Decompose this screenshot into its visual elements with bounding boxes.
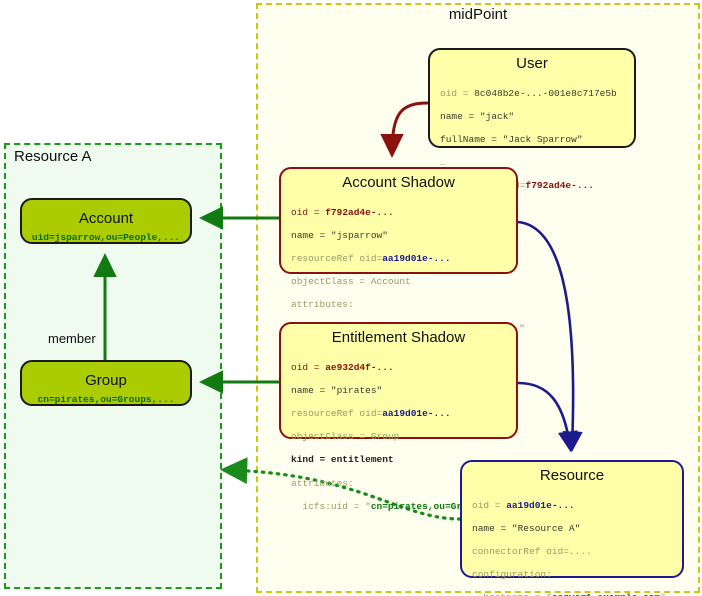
entshadow-oid-value: ae932d4f-... [325,361,394,373]
node-account[interactable]: Account uid=jsparrow,ou=People,... [20,198,192,244]
entshadow-icfsuid-value: cn=pirates,ou=Groups,... [370,500,508,512]
entshadow-resourceref-value: aa19d01e-... [382,407,451,419]
node-account-shadow-title: Account Shadow [342,174,455,191]
acctshadow-attributes-line: attributes: [291,299,354,311]
node-group-dn: cn=pirates,ou=Groups,... [37,394,175,405]
acctshadow-resourceref-value: aa19d01e-... [382,252,451,264]
entshadow-resourceref-key: resourceRef oid= [291,407,383,419]
entshadow-kind-line: kind = entitlement [291,454,394,466]
node-resource-body: oid = aa19d01e-... name = "Resource A" c… [462,488,682,596]
entshadow-attributes-line: attributes: [291,477,354,489]
node-account-title: Account [78,210,134,227]
node-account-shadow[interactable]: Account Shadow oid = f792ad4e-... name =… [279,167,525,334]
node-resource-title: Resource [539,467,605,484]
node-user[interactable]: User oid = 8c048b2e-...-001e8c717e5b nam… [428,48,636,191]
user-ellipsis-line: … [440,157,446,169]
acctshadow-name-line: name = "jsparrow" [291,229,388,241]
midpoint-panel-title: midPoint [448,6,508,23]
resource-oid-value: aa19d01e-... [506,499,575,511]
node-group-title: Group [85,372,127,389]
entshadow-objectclass-line: objectClass = Group [291,431,400,443]
resource-hostname-value: server1.example.com [552,592,660,596]
edge-label-member: member [48,331,96,346]
user-oid-key: oid = [440,87,475,99]
node-group[interactable]: Group cn=pirates,ou=Groups,... [20,360,192,406]
resource-oid-key: oid = [472,499,507,511]
resource-hostname-end: " [660,592,666,596]
node-entitlement-shadow[interactable]: Entitlement Shadow oid = ae932d4f-... na… [279,322,518,512]
resource-name-line: name = "Resource A" [472,522,581,534]
resource-hostname-key: hostname = " [472,592,551,596]
node-account-dn: uid=jsparrow,ou=People,... [31,232,181,243]
user-oid-value: 8c048b2e-...-001e8c717e5b [474,87,617,99]
node-entitlement-shadow-body: oid = ae932d4f-... name = "pirates" reso… [281,350,516,536]
node-resource[interactable]: Resource oid = aa19d01e-... name = "Reso… [460,460,684,596]
acctshadow-icfsuid-end: " [519,322,525,334]
entshadow-icfsuid-key: icfs:uid = " [291,500,371,512]
acctshadow-oid-value: f792ad4e-... [325,206,394,218]
acctshadow-oid-key: oid = [291,206,326,218]
node-user-title: User [516,55,548,72]
entshadow-name-line: name = "pirates" [291,384,383,396]
user-fullname-line: fullName = "Jack Sparrow" [440,133,583,145]
user-name-line: name = "jack" [440,110,515,122]
user-accountref-value: f792ad4e-... [525,180,594,192]
resource-a-panel-title: Resource A [14,148,92,165]
acctshadow-resourceref-key: resourceRef oid= [291,252,383,264]
entshadow-oid-key: oid = [291,361,326,373]
node-entitlement-shadow-title: Entitlement Shadow [331,329,466,346]
resource-configuration-line: configuration: [472,569,552,581]
acctshadow-objectclass-line: objectClass = Account [291,276,411,288]
resource-connectorref-line: connectorRef oid=.... [472,545,592,557]
